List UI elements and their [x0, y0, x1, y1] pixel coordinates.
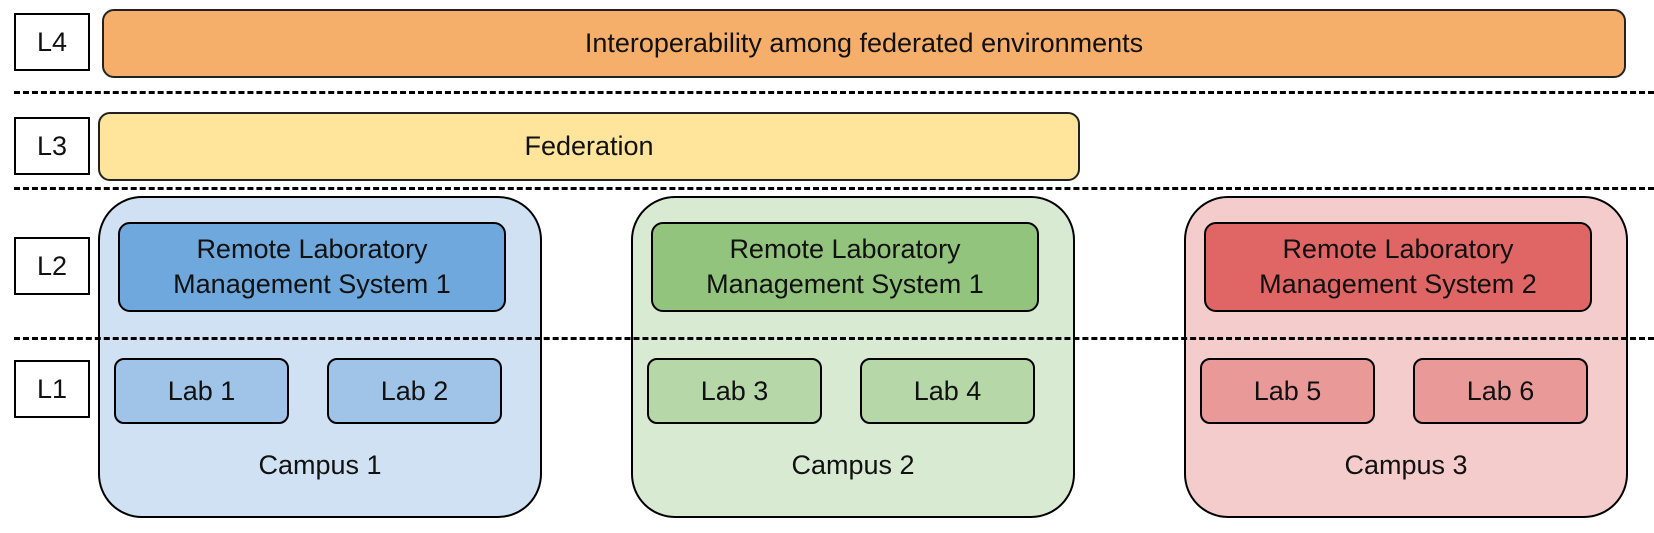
level-label-l2: L2: [14, 237, 90, 295]
rlms-line2: Management System 1: [173, 269, 451, 299]
campus-3-box: Remote Laboratory Management System 2 La…: [1184, 196, 1628, 518]
lab-1-box: Lab 1: [114, 358, 289, 424]
rlms-line1: Remote Laboratory: [1282, 234, 1514, 264]
federation-bar: Federation: [98, 112, 1080, 181]
rlms-line2: Management System 2: [1259, 269, 1537, 299]
level-label-l3: L3: [14, 117, 90, 175]
rlms-line2: Management System 1: [706, 269, 984, 299]
lab-4-box: Lab 4: [860, 358, 1035, 424]
separator-l2-l1: [14, 337, 1654, 340]
campus-1-box: Remote Laboratory Management System 1 La…: [98, 196, 542, 518]
lab-3-box: Lab 3: [647, 358, 822, 424]
rlms-line1: Remote Laboratory: [729, 234, 961, 264]
rlms-box: Remote Laboratory Management System 2: [1204, 222, 1592, 312]
level-label-l1: L1: [14, 360, 90, 418]
rlms-line1: Remote Laboratory: [196, 234, 428, 264]
lab-6-box: Lab 6: [1413, 358, 1588, 424]
campus-3-label: Campus 3: [1344, 450, 1468, 480]
campus-2-label: Campus 2: [791, 450, 915, 480]
campus-2-box: Remote Laboratory Management System 1 La…: [631, 196, 1075, 518]
rlms-box: Remote Laboratory Management System 1: [651, 222, 1039, 312]
separator-l4-l3: [14, 91, 1654, 94]
lab-2-box: Lab 2: [327, 358, 502, 424]
interoperability-label: Interoperability among federated environ…: [584, 28, 1144, 58]
level-label-l4: L4: [14, 13, 90, 71]
interoperability-bar: Interoperability among federated environ…: [102, 9, 1626, 78]
campus-1-label: Campus 1: [258, 450, 382, 480]
lab-5-box: Lab 5: [1200, 358, 1375, 424]
rlms-box: Remote Laboratory Management System 1: [118, 222, 506, 312]
federation-label: Federation: [524, 131, 654, 161]
separator-l3-l2: [14, 187, 1654, 190]
